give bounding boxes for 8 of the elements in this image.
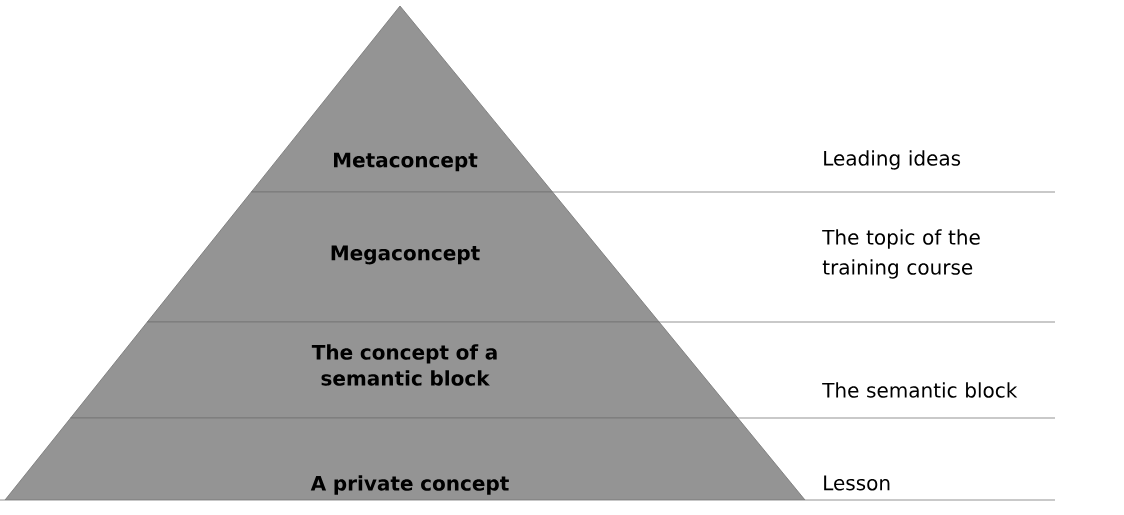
pyramid-level: Metaconcept (250, 5, 553, 193)
pyramid-level: A private concept (4, 417, 806, 501)
level-description: Leading ideas (824, 150, 961, 170)
level-description: The semantic block (822, 382, 1018, 398)
level-description: Lesson (824, 475, 890, 491)
pyramid-level: The concept of a semantic block (70, 321, 739, 419)
level-description: The topic of the training course (822, 229, 980, 279)
pyramid-level: Megaconcept (146, 191, 660, 323)
